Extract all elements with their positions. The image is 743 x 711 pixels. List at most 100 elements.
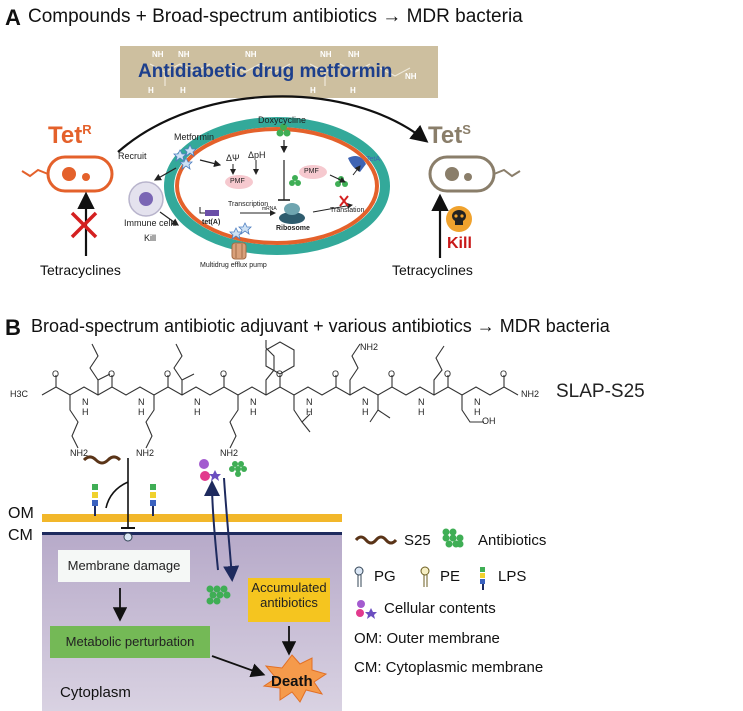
h-label-1: H (82, 407, 89, 417)
legend-lps-text: LPS (498, 568, 527, 585)
immune-cell (128, 181, 164, 217)
immune-cells-label: Immune cells (124, 218, 178, 228)
h-label-4: H (250, 407, 257, 417)
recruit-label: Recruit (118, 151, 147, 161)
metformin-label: Metformin (174, 132, 215, 142)
nh2-side-1: NH2 (70, 448, 89, 458)
h-label-5: H (306, 407, 313, 417)
recruit-arrow (153, 167, 177, 181)
legend-antibiotics-icon (442, 528, 464, 548)
legend-pe-text: PE (440, 568, 461, 585)
legend-cellular-contents-icon (356, 600, 377, 619)
peptide-structure (41, 340, 519, 449)
tet-s-label: TetS (428, 122, 471, 149)
legend-om-definition: OM: Outer membrane (354, 630, 500, 647)
n-label-2: N (138, 397, 145, 407)
cytoplasm-label: Cytoplasm (60, 684, 131, 701)
h-label-2: H (138, 407, 145, 417)
legend-lps-icon (480, 567, 485, 590)
banner-h-3: H (310, 86, 316, 95)
metformin-banner: NH NH NH NH NH NH H H H H Antidiabetic d… (120, 46, 438, 98)
transcription-label: Transcription (228, 201, 269, 208)
efflux-pump-icon (231, 242, 247, 260)
metabolic-perturbation-text: Metabolic perturbation (65, 634, 195, 649)
n-label-1: N (82, 397, 89, 407)
cytoplasmic-membrane-line (42, 532, 342, 535)
kill-arrow (159, 211, 179, 226)
banner-h-4: H (350, 86, 356, 95)
banner-nh-6: NH (405, 72, 417, 81)
legend-pg-icon (354, 566, 364, 587)
oh-label: OH (482, 416, 496, 426)
banner-nh-2: NH (178, 50, 190, 59)
membrane-damage-box (58, 550, 190, 582)
pmf-oval-2 (299, 165, 327, 179)
o-label-7: O (388, 369, 396, 379)
conversion-arrow (117, 95, 429, 153)
bacterial-cell (164, 117, 390, 255)
panel-b-letter: B (5, 315, 21, 340)
delta-psi-label: ΔΨ (226, 153, 240, 163)
banner-h-2: H (180, 86, 186, 95)
banner-h-1: H (148, 86, 154, 95)
o-label-5: O (276, 369, 284, 379)
lps-icon-2 (150, 484, 156, 516)
peptide-name: SLAP-S25 (556, 381, 645, 402)
nh2-side-2: NH2 (136, 448, 155, 458)
banner-nh-5: NH (348, 50, 360, 59)
banner-nh-4: NH (320, 50, 332, 59)
n-label-6: N (362, 397, 369, 407)
death-text: Death (271, 673, 313, 690)
panel-a-diagram (21, 95, 521, 260)
banner-structure-lines (149, 63, 411, 86)
legend-s25-text: S25 (404, 532, 431, 549)
tet-a-gene-label: tet(A) (202, 219, 221, 226)
mrna-label: mRNA (262, 206, 277, 212)
delta-ph-label: ΔpH (248, 150, 266, 160)
cm-label: CM (8, 527, 33, 544)
o-label-8: O (444, 369, 452, 379)
blocked-x-mark (70, 211, 98, 239)
tet-a-gene-block (205, 210, 219, 216)
h3c-label: H3C (10, 389, 29, 399)
legend-cellular-contents-text: Cellular contents (384, 600, 496, 617)
panel-a-letter: A (5, 5, 21, 30)
nh2-end-label: NH2 (521, 389, 540, 399)
death-burst (262, 654, 328, 703)
tet-r-label: TetR (48, 122, 92, 149)
teta-label: TetA (366, 156, 381, 163)
legend-s25-icon (354, 535, 398, 545)
kill-small-label: Kill (144, 233, 157, 243)
n-label-7: N (418, 397, 425, 407)
n-label-4: N (250, 397, 257, 407)
antibiotics-cluster-top (229, 461, 247, 477)
pmf-oval-1 (225, 175, 253, 189)
lps-icon-1 (92, 484, 98, 516)
o-label-2: O (108, 369, 116, 379)
doxycycline-label: Doxycycline (258, 115, 307, 125)
o-label-9: O (500, 369, 508, 379)
membrane-damage-text: Membrane damage (67, 558, 181, 573)
h-label-6: H (362, 407, 369, 417)
panel-b-title: Broad-spectrum antibiotic adjuvant + var… (31, 316, 610, 336)
n-label-3: N (194, 397, 201, 407)
tet-r-bacterium (21, 155, 114, 193)
pe-lipid-icon (123, 532, 133, 542)
panel-a-title: Compounds + Broad-spectrum antibiotics →… (28, 6, 523, 27)
translation-label: Translation (330, 207, 365, 214)
tetracyclines-left-label: Tetracyclines (40, 262, 121, 278)
metabolic-perturbation-box (50, 626, 210, 658)
antibiotics-cluster-inside (206, 585, 231, 605)
banner-nh-3: NH (245, 50, 257, 59)
pmf-label-2: PMF (304, 168, 319, 175)
h-label-7: H (418, 407, 425, 417)
o-label-6: O (332, 369, 340, 379)
accumulated-antibiotics-box (248, 578, 330, 622)
o-label-1: O (52, 369, 60, 379)
pmf-label-1: PMF (230, 178, 245, 185)
legend-pg-text: PG (374, 568, 396, 585)
cellular-contents-icon (199, 459, 221, 481)
legend-pe-icon (420, 566, 430, 587)
om-label: OM (8, 505, 34, 522)
